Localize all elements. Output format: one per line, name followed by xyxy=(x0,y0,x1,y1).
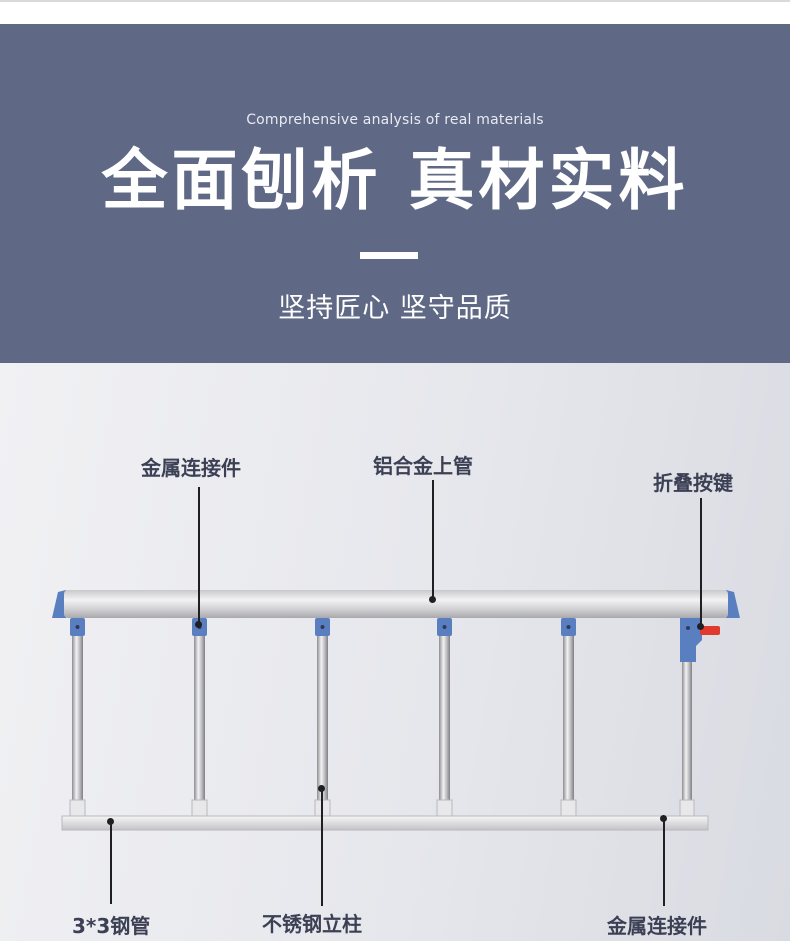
english-subtitle: Comprehensive analysis of real materials xyxy=(246,112,544,128)
leader-fold-button xyxy=(700,498,702,626)
top-divider xyxy=(0,0,790,2)
leader-dot xyxy=(318,785,325,792)
title-divider xyxy=(360,252,418,259)
leader-metal-connector-bottom xyxy=(663,818,665,906)
leader-metal-connector-top xyxy=(198,487,200,625)
fold-button xyxy=(680,618,720,662)
page-title: 全面刨析 真材实料 xyxy=(101,142,689,219)
leader-dot xyxy=(697,623,704,630)
leader-dot xyxy=(429,596,436,603)
stainless-posts xyxy=(72,636,692,802)
leader-stainless-post xyxy=(321,788,323,906)
steel-bottom-tube xyxy=(61,815,709,831)
aluminum-top-tube xyxy=(52,590,740,618)
tagline: 坚持匠心 坚守品质 xyxy=(278,293,512,324)
metal-connectors-bottom xyxy=(69,799,695,818)
label-fold-button: 折叠按键 xyxy=(653,471,733,495)
metal-connectors-top xyxy=(70,618,576,636)
leader-aluminum-top-tube xyxy=(432,480,434,600)
label-aluminum-top-tube: 铝合金上管 xyxy=(373,454,473,478)
label-metal-connector-top: 金属连接件 xyxy=(141,456,241,480)
product-showcase xyxy=(0,363,790,941)
leader-dot xyxy=(195,621,202,628)
leader-dot xyxy=(660,815,667,822)
top-strip xyxy=(0,0,790,24)
label-stainless-post: 不锈钢立柱 xyxy=(262,912,362,936)
header-banner xyxy=(0,24,790,363)
leader-dot xyxy=(107,818,114,825)
label-metal-connector-bottom: 金属连接件 xyxy=(607,914,707,938)
label-steel-tube: 3*3钢管 xyxy=(72,914,151,938)
leader-steel-tube xyxy=(110,820,112,904)
